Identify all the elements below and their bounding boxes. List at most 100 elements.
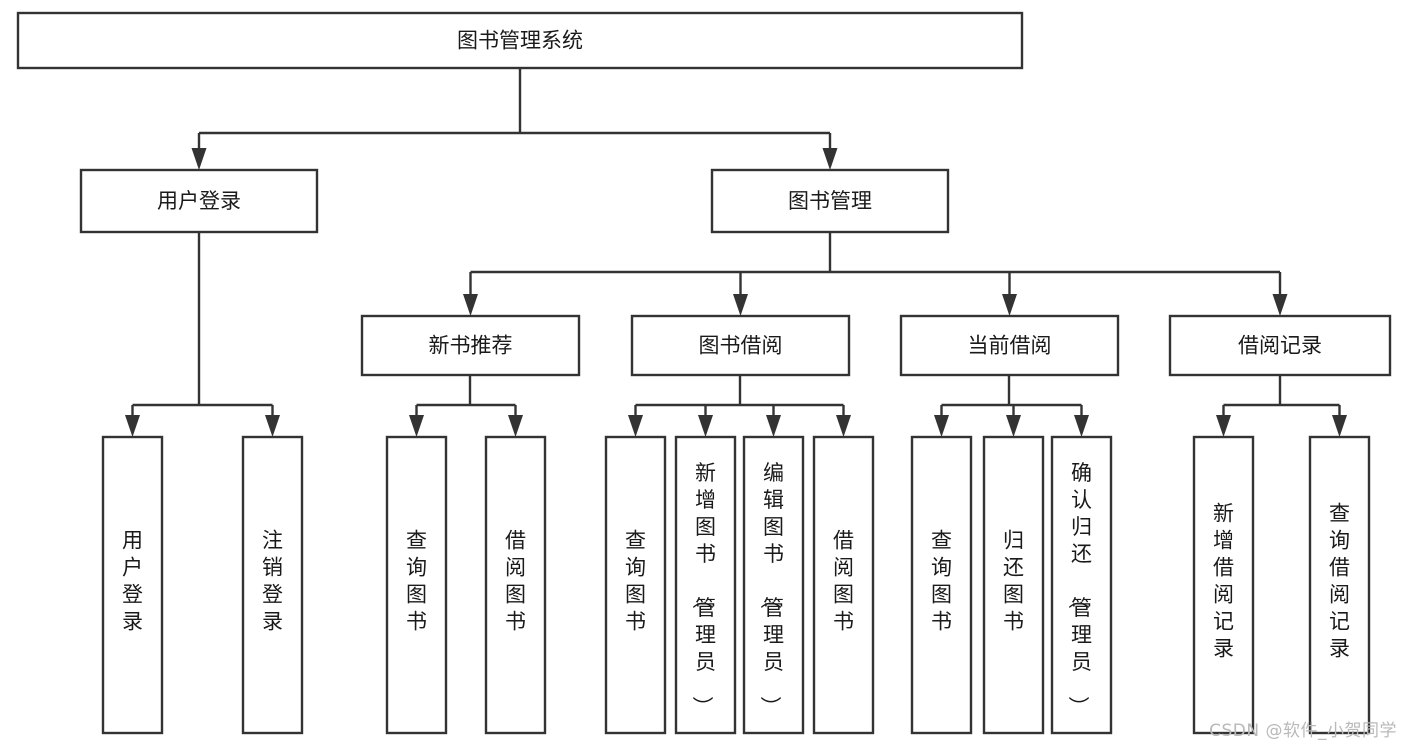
arrow-head-icon [191, 148, 207, 170]
node-label-char: 还 [1003, 556, 1024, 580]
node-box[interactable] [630, 314, 851, 377]
connector-group-root [191, 68, 838, 170]
node-box[interactable] [899, 314, 1120, 377]
node-leaf-logout[interactable]: 注销登录 [241, 435, 304, 735]
node-box[interactable] [101, 435, 164, 735]
node-leaf-query-book-2[interactable]: 查询图书 [604, 435, 667, 735]
node-leaf-add-book[interactable]: 新增图书（管理员） [674, 435, 737, 735]
node-label-char: 记 [1329, 610, 1350, 634]
node-new-book-rec[interactable]: 新书推荐 [360, 314, 581, 377]
node-label-char: 书 [1003, 610, 1024, 634]
node-current-borrow[interactable]: 当前借阅 [899, 314, 1120, 377]
node-label-char: （ [1066, 588, 1090, 609]
node-leaf-borrow-book-1[interactable]: 借阅图书 [484, 435, 547, 735]
node-label-char: 增 [695, 488, 716, 512]
node-label-char: 图 [763, 515, 784, 539]
arrow-head-icon [934, 415, 949, 437]
node-label: 借阅图书 [505, 529, 526, 634]
connector-group-new-book-rec [409, 375, 523, 437]
node-leaf-query-book-1[interactable]: 查询图书 [385, 435, 448, 735]
node-label-char: 认 [1071, 488, 1092, 512]
node-label-char: ） [1066, 696, 1090, 717]
node-box[interactable] [1192, 435, 1255, 735]
node-label-char: 归 [1071, 515, 1092, 539]
node-label: 编辑图书（管理员） [758, 461, 784, 717]
node-box[interactable] [1050, 435, 1113, 735]
arrow-head-icon [409, 415, 424, 437]
node-box[interactable] [484, 435, 547, 735]
node-label-char: 编 [763, 461, 784, 485]
node-label-char: 书 [625, 610, 646, 634]
node-box[interactable] [1168, 314, 1392, 377]
node-label-char: 登 [262, 583, 283, 607]
connector-group-user-login [125, 232, 280, 437]
node-label-char: 管 [695, 596, 716, 620]
node-label-char: 登 [122, 583, 143, 607]
node-box[interactable] [360, 314, 581, 377]
node-label-char: 阅 [1329, 583, 1350, 607]
node-root[interactable]: 图书管理系统 [16, 11, 1024, 70]
node-label: 借阅图书 [833, 529, 854, 634]
node-box[interactable] [674, 435, 737, 735]
node-label-char: 录 [122, 610, 143, 634]
node-label-char: 管 [763, 596, 784, 620]
node-label: 用户登录 [157, 189, 241, 213]
node-label-char: 图 [406, 583, 427, 607]
node-box[interactable] [742, 435, 805, 735]
node-label-char: 借 [1213, 556, 1234, 580]
node-book-borrow[interactable]: 图书借阅 [630, 314, 851, 377]
node-label-char: 书 [763, 542, 784, 566]
node-leaf-user-login[interactable]: 用户登录 [101, 435, 164, 735]
node-leaf-add-record[interactable]: 新增借阅记录 [1192, 435, 1255, 735]
node-leaf-query-book-3[interactable]: 查询图书 [910, 435, 973, 735]
node-borrow-record[interactable]: 借阅记录 [1168, 314, 1392, 377]
node-box[interactable] [812, 435, 875, 735]
arrow-head-icon [628, 415, 643, 437]
node-box[interactable] [16, 11, 1024, 70]
node-label-char: 图 [695, 515, 716, 539]
node-label-char: 书 [695, 542, 716, 566]
node-box[interactable] [79, 168, 319, 234]
arrow-head-icon [1216, 415, 1231, 437]
node-leaf-edit-book[interactable]: 编辑图书（管理员） [742, 435, 805, 735]
node-label-char: 图 [931, 583, 952, 607]
node-label-char: 询 [931, 556, 952, 580]
node-box[interactable] [710, 168, 950, 234]
node-label-char: ） [690, 696, 714, 717]
node-layer: 图书管理系统用户登录图书管理新书推荐图书借阅当前借阅借阅记录用户登录注销登录查询… [16, 11, 1392, 735]
node-box[interactable] [241, 435, 304, 735]
node-box[interactable] [910, 435, 973, 735]
node-label-char: （ [758, 588, 782, 609]
connector-group-borrow-record [1216, 375, 1347, 437]
node-box[interactable] [604, 435, 667, 735]
node-label-char: 阅 [833, 556, 854, 580]
node-label: 新增借阅记录 [1213, 502, 1234, 661]
arrow-head-icon [822, 148, 838, 170]
node-label-char: 销 [262, 556, 283, 580]
node-label: 查询图书 [931, 529, 952, 634]
node-box[interactable] [1308, 435, 1371, 735]
node-leaf-return-book[interactable]: 归还图书 [982, 435, 1045, 735]
node-box[interactable] [385, 435, 448, 735]
arrow-head-icon [508, 415, 523, 437]
node-box[interactable] [982, 435, 1045, 735]
node-leaf-query-record[interactable]: 查询借阅记录 [1308, 435, 1371, 735]
arrow-head-icon [1006, 415, 1021, 437]
node-label-char: 图 [625, 583, 646, 607]
node-label-char: 书 [931, 610, 952, 634]
node-label-char: 注 [262, 529, 283, 553]
connector-group-book-manage [463, 232, 1288, 316]
node-label-char: 员 [763, 650, 784, 674]
node-user-login[interactable]: 用户登录 [79, 168, 319, 234]
node-label-char: 图 [1003, 583, 1024, 607]
node-leaf-borrow-book-2[interactable]: 借阅图书 [812, 435, 875, 735]
node-book-manage[interactable]: 图书管理 [710, 168, 950, 234]
node-leaf-confirm-return[interactable]: 确认归还（管理员） [1050, 435, 1113, 735]
node-label-char: ） [758, 696, 782, 717]
node-label-char: 录 [262, 610, 283, 634]
node-label-char: 增 [1213, 529, 1234, 553]
node-label-char: 管 [1071, 596, 1092, 620]
node-label-char: 新 [1213, 502, 1234, 526]
arrow-head-icon [1002, 294, 1017, 316]
